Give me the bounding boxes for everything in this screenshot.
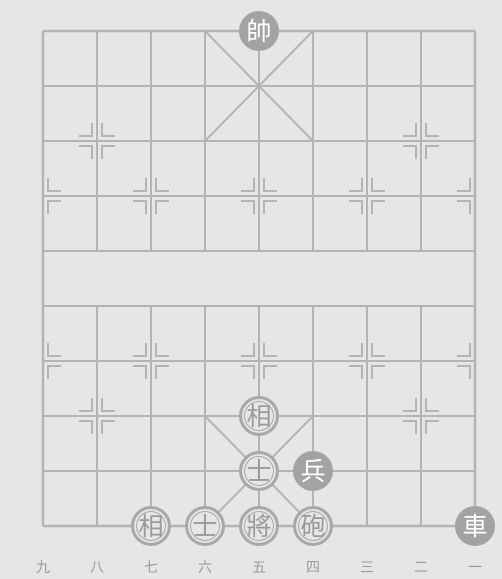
elephant-piece-center[interactable]: 相: [239, 396, 279, 436]
elephant-piece-left[interactable]: 相: [131, 506, 171, 546]
cannon-piece[interactable]: 砲: [293, 506, 333, 546]
chariot-piece[interactable]: 車: [455, 506, 495, 546]
file-label: 二: [414, 560, 428, 576]
position-marker: [241, 365, 255, 379]
position-marker: [79, 145, 93, 159]
position-marker: [457, 178, 471, 192]
palace-diagonal-top: [204, 30, 314, 142]
position-marker: [349, 178, 363, 192]
position-marker: [241, 343, 255, 357]
position-marker: [101, 420, 115, 434]
position-marker: [263, 200, 277, 214]
position-marker: [79, 420, 93, 434]
position-marker: [425, 420, 439, 434]
position-marker: [263, 178, 277, 192]
position-marker: [403, 145, 417, 159]
position-marker: [457, 343, 471, 357]
position-marker: [47, 365, 61, 379]
position-marker: [133, 178, 147, 192]
position-marker: [133, 200, 147, 214]
position-marker: [79, 398, 93, 412]
position-marker: [403, 398, 417, 412]
position-marker: [371, 365, 385, 379]
position-marker: [155, 343, 169, 357]
position-marker: [457, 200, 471, 214]
position-marker: [47, 200, 61, 214]
position-marker: [425, 398, 439, 412]
position-marker: [79, 123, 93, 137]
position-marker: [241, 178, 255, 192]
advisor-piece-center[interactable]: 士: [239, 451, 279, 491]
file-label: 八: [90, 560, 104, 576]
position-marker: [241, 200, 255, 214]
position-marker: [133, 343, 147, 357]
position-marker: [425, 145, 439, 159]
position-marker: [371, 178, 385, 192]
position-marker: [371, 343, 385, 357]
position-marker: [101, 145, 115, 159]
soldier-piece[interactable]: 兵: [293, 451, 333, 491]
king-shuai-piece[interactable]: 帥: [239, 11, 279, 51]
advisor-piece-left[interactable]: 士: [185, 506, 225, 546]
king-jiang-piece[interactable]: 將: [239, 506, 279, 546]
position-marker: [263, 365, 277, 379]
position-marker: [403, 123, 417, 137]
position-marker: [133, 365, 147, 379]
file-label: 六: [198, 560, 212, 576]
position-marker: [155, 200, 169, 214]
position-marker: [371, 200, 385, 214]
position-marker: [263, 343, 277, 357]
position-marker: [155, 365, 169, 379]
file-label: 一: [468, 560, 482, 576]
position-marker: [403, 420, 417, 434]
position-marker: [425, 123, 439, 137]
position-marker: [349, 200, 363, 214]
position-marker: [101, 123, 115, 137]
position-marker: [47, 178, 61, 192]
file-label: 九: [36, 560, 50, 576]
file-label: 七: [144, 560, 158, 576]
position-marker: [457, 365, 471, 379]
file-label: 三: [360, 560, 374, 576]
position-marker: [349, 343, 363, 357]
position-marker: [349, 365, 363, 379]
position-marker: [47, 343, 61, 357]
position-marker: [155, 178, 169, 192]
file-label: 五: [252, 560, 266, 576]
file-label: 四: [306, 560, 320, 576]
position-marker: [101, 398, 115, 412]
